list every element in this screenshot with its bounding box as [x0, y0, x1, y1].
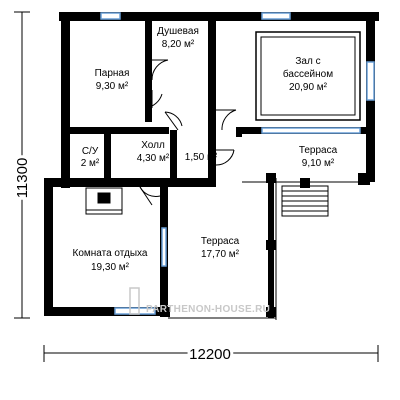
watermark-logo-icon: [129, 287, 140, 315]
watermark-text: PARTHENON-HOUSE.RU: [146, 304, 270, 315]
room-hall-name: Холл: [141, 140, 165, 151]
room-pool-area: 20,90 м²: [289, 82, 328, 93]
room-hall-area: 4,30 м²: [137, 153, 170, 164]
room-shower-area: 8,20 м²: [162, 39, 195, 50]
doors: [82, 59, 237, 206]
room-pool-name-1: Зал с: [295, 56, 320, 67]
stairs: [281, 185, 329, 217]
room-steam-area: 9,30 м²: [96, 81, 129, 92]
room-rest-name: Комната отдыха: [73, 248, 148, 259]
room-labels: Парная 9,30 м² Душевая 8,20 м² Зал с бас…: [73, 26, 338, 273]
room-wc-name: С/У: [82, 146, 99, 157]
dimension-width-label: 12200: [189, 346, 231, 363]
room-terrace-big-name: Терраса: [201, 236, 240, 247]
room-terrace-small-area: 9,10 м²: [302, 158, 335, 169]
dimension-width: [43, 345, 379, 362]
room-pool-name-2: бассейном: [283, 68, 333, 80]
windows: [100, 12, 375, 315]
room-terrace-big-area: 17,70 м²: [201, 249, 240, 260]
dimension-height-label: 11300: [14, 158, 31, 199]
room-terrace-small-name: Терраса: [299, 145, 338, 156]
stove: [85, 187, 123, 215]
watermark: PARTHENON-HOUSE.RU: [129, 287, 270, 315]
terrace-railings: [168, 134, 373, 320]
room-small-area: 1,50 м²: [185, 152, 218, 163]
room-rest-area: 19,30 м²: [91, 262, 130, 273]
room-shower-name: Душевая: [157, 26, 199, 37]
room-wc-area: 2 м²: [81, 158, 100, 169]
room-steam-name: Парная: [95, 68, 130, 79]
pool: [255, 31, 361, 121]
dimension-height: [14, 11, 30, 319]
